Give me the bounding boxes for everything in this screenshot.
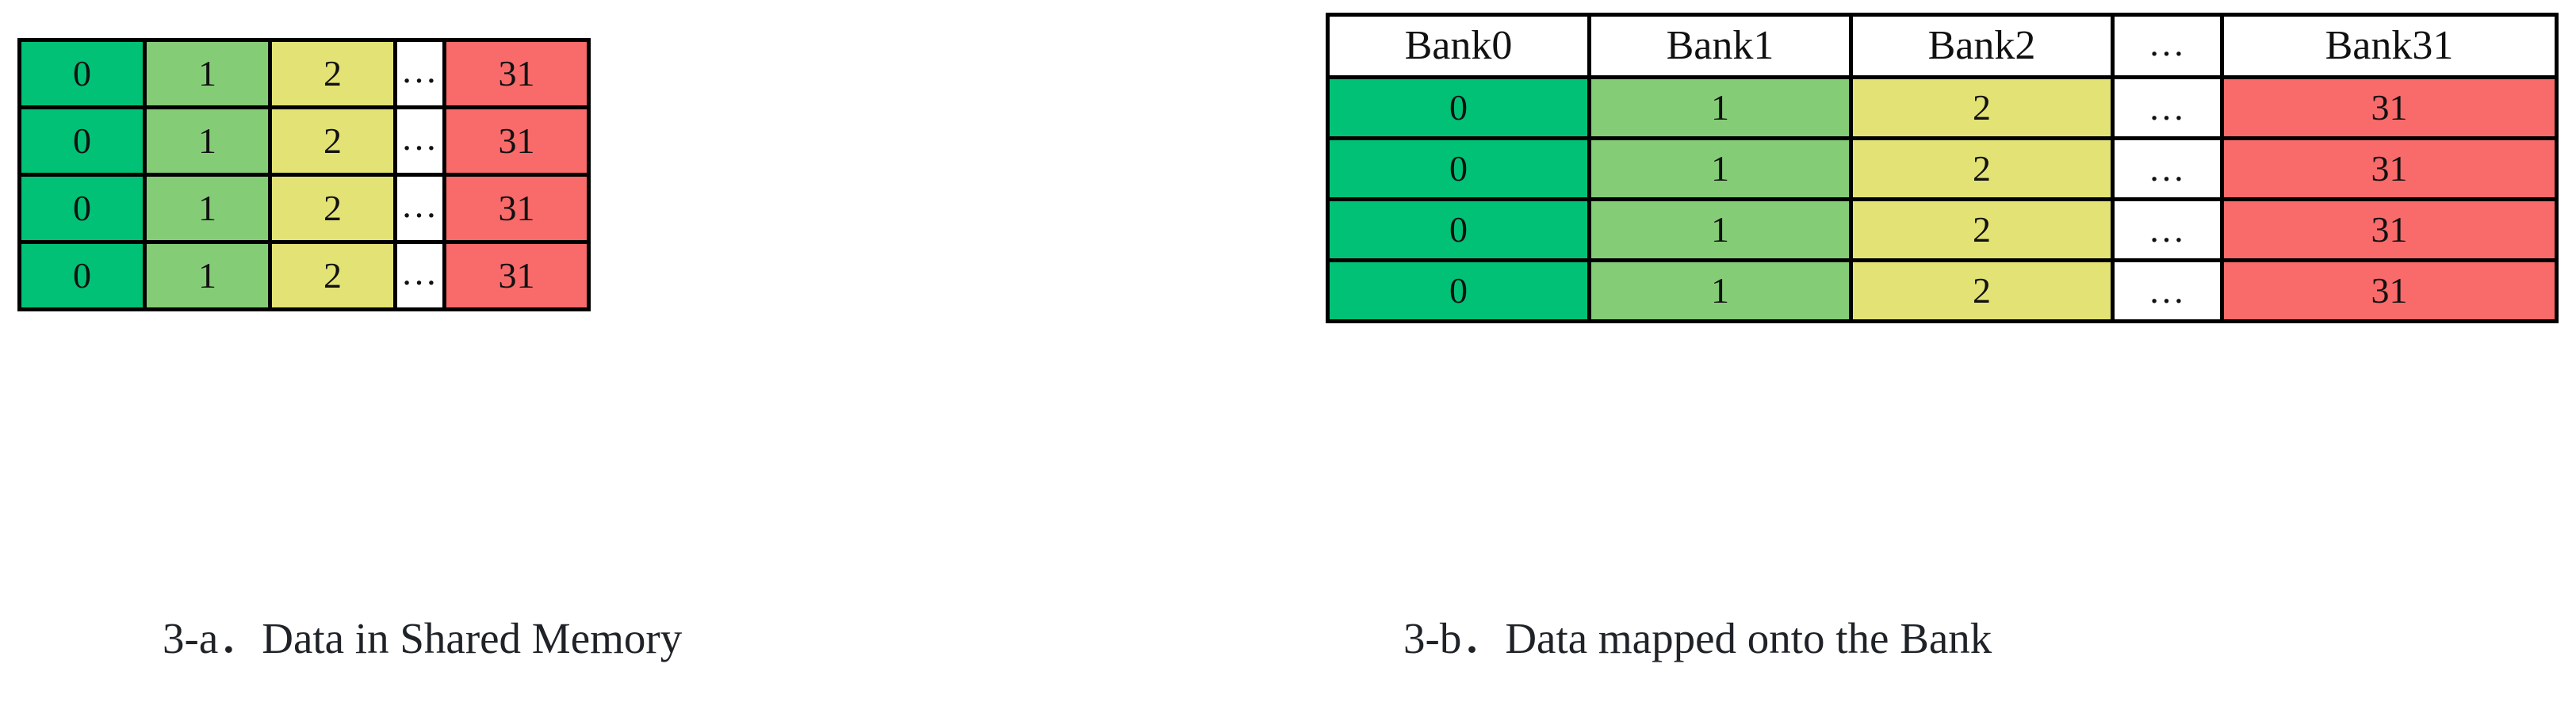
cell-bank31: 31 — [442, 173, 591, 244]
header-bank2: Bank2 — [1849, 13, 2115, 79]
bank-mapping-table: Bank0 Bank1 Bank2 … Bank31 0 1 2 … 31 0 — [1326, 13, 2559, 323]
cell-bank0: 0 — [1326, 136, 1591, 201]
cell-bank2: 2 — [1849, 197, 2115, 262]
table-row: 0 1 2 … 31 — [1326, 197, 2559, 262]
header-bank31: Bank31 — [2220, 13, 2559, 79]
cell-bank1: 1 — [143, 240, 272, 311]
cell-bank31: 31 — [2220, 136, 2559, 201]
cell-bank31: 31 — [442, 38, 591, 109]
cell-bank2: 2 — [268, 105, 397, 177]
cell-ellipsis: … — [393, 240, 446, 311]
cell-bank31: 31 — [2220, 75, 2559, 140]
header-ellipsis: … — [2111, 13, 2224, 79]
cell-bank0: 0 — [17, 173, 147, 244]
cell-ellipsis: … — [393, 105, 446, 177]
table-row: 0 1 2 … 31 — [17, 173, 591, 244]
cell-bank1: 1 — [1587, 136, 1853, 201]
cell-bank31: 31 — [442, 105, 591, 177]
cell-bank1: 1 — [1587, 75, 1853, 140]
cell-bank1: 1 — [143, 173, 272, 244]
cell-bank0: 0 — [17, 240, 147, 311]
shared-memory-table: 0 1 2 … 31 0 1 2 … 31 0 1 2 … — [17, 38, 591, 311]
cell-bank31: 31 — [2220, 258, 2559, 323]
table-row: 0 1 2 … 31 — [1326, 75, 2559, 140]
cell-bank2: 2 — [1849, 75, 2115, 140]
cell-bank0: 0 — [17, 105, 147, 177]
cell-bank31: 31 — [442, 240, 591, 311]
cell-bank1: 1 — [1587, 258, 1853, 323]
cell-bank2: 2 — [268, 173, 397, 244]
table-row: 0 1 2 … 31 — [1326, 136, 2559, 201]
cell-bank2: 2 — [1849, 258, 2115, 323]
panel-bank-mapping: Bank0 Bank1 Bank2 … Bank31 0 1 2 … 31 0 — [1326, 13, 2559, 323]
cell-ellipsis: … — [2111, 136, 2224, 201]
header-bank0: Bank0 — [1326, 13, 1591, 79]
cell-bank2: 2 — [268, 240, 397, 311]
cell-bank31: 31 — [2220, 197, 2559, 262]
cell-bank1: 1 — [143, 38, 272, 109]
cell-ellipsis: … — [393, 173, 446, 244]
caption-panel-a: 3-a．Data in Shared Memory — [163, 614, 683, 662]
panel-shared-memory: 0 1 2 … 31 0 1 2 … 31 0 1 2 … — [17, 38, 591, 311]
table-row: 0 1 2 … 31 — [17, 105, 591, 177]
cell-bank0: 0 — [1326, 197, 1591, 262]
cell-bank1: 1 — [143, 105, 272, 177]
caption-panel-b: 3-b．Data mapped onto the Bank — [1403, 614, 1992, 662]
cell-bank0: 0 — [1326, 258, 1591, 323]
table-row: 0 1 2 … 31 — [17, 240, 591, 311]
cell-bank2: 2 — [1849, 136, 2115, 201]
cell-bank0: 0 — [17, 38, 147, 109]
cell-bank1: 1 — [1587, 197, 1853, 262]
cell-bank2: 2 — [268, 38, 397, 109]
header-bank1: Bank1 — [1587, 13, 1853, 79]
cell-ellipsis: … — [2111, 258, 2224, 323]
cell-ellipsis: … — [2111, 75, 2224, 140]
cell-bank0: 0 — [1326, 75, 1591, 140]
cell-ellipsis: … — [2111, 197, 2224, 262]
cell-ellipsis: … — [393, 38, 446, 109]
table-header-row: Bank0 Bank1 Bank2 … Bank31 — [1326, 13, 2559, 79]
table-row: 0 1 2 … 31 — [1326, 258, 2559, 323]
table-row: 0 1 2 … 31 — [17, 38, 591, 109]
